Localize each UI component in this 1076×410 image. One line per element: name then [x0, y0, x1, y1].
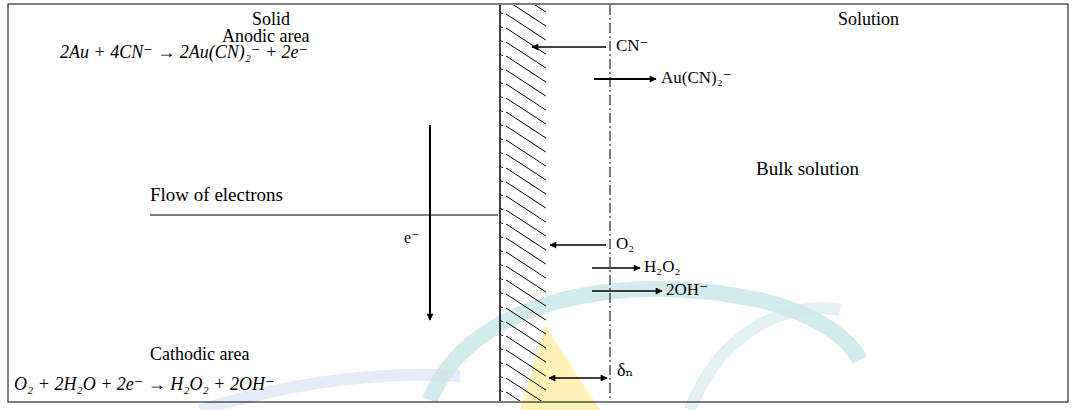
electron-flow-arrow: [429, 125, 431, 320]
aucn-arrow: [594, 78, 656, 80]
flow-label: Flow of electrons: [150, 184, 283, 207]
region-label: Cathodic area: [150, 344, 249, 366]
region-label: Bulk solution: [756, 158, 859, 181]
species-label: O₂: [614, 234, 636, 254]
reaction-equation: O₂ + 2H₂O + 2e⁻ → H₂O₂ + 2OH⁻: [14, 374, 274, 396]
species-label: Au(CN)₂⁻: [661, 68, 732, 88]
leader-line: [150, 214, 498, 215]
species-label: CN⁻: [614, 36, 651, 56]
oh-arrow: [592, 290, 662, 292]
boundary-layer-line: [610, 5, 611, 401]
h2o2-arrow: [592, 267, 640, 269]
reaction-equation: 2Au + 4CN⁻ → 2Au(CN)₂⁻ + 2e⁻: [60, 42, 308, 64]
surface-hatching: [500, 5, 546, 401]
diagram-frame: [8, 4, 1068, 402]
species-label: 2OH⁻: [666, 280, 708, 300]
region-label: Solution: [838, 9, 899, 31]
electron-label: e⁻: [404, 228, 420, 247]
watermark-arc: [690, 308, 840, 410]
thickness-arrow: [549, 377, 607, 379]
o2-arrow: [550, 244, 606, 246]
species-label: H₂O₂: [644, 257, 680, 277]
surface-line: [499, 5, 501, 401]
thickness-label: δₙ: [615, 360, 635, 382]
cn-arrow: [532, 46, 606, 48]
